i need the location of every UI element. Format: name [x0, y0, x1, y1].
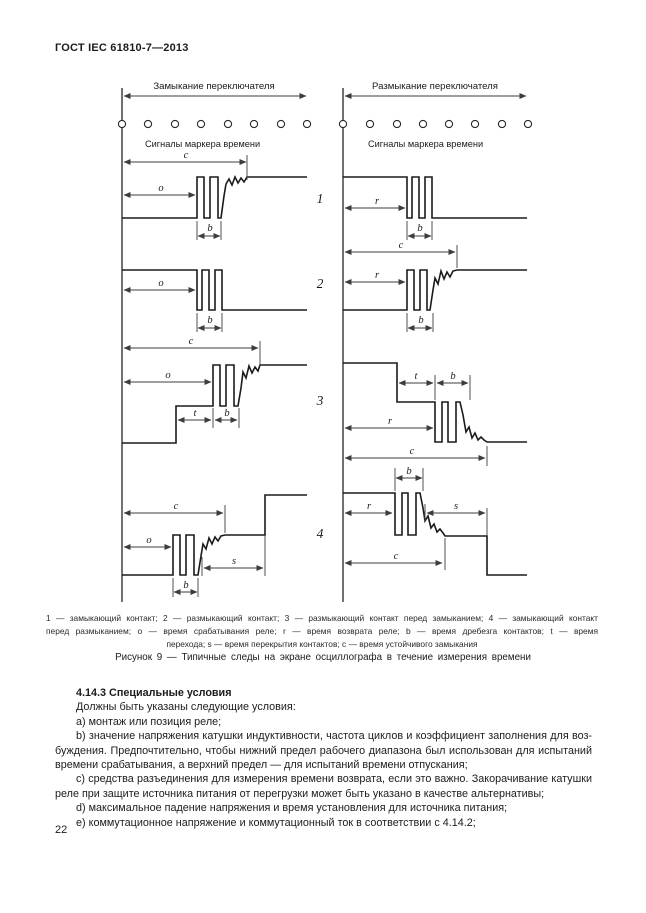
trace-row4-right: b r s c — [343, 466, 527, 576]
dim-label-c: c — [184, 150, 189, 161]
waveform-row1-left — [122, 175, 307, 219]
dim-label-b: b — [417, 223, 422, 234]
trace-row2-right: c r b — [343, 240, 527, 332]
dim-label-o: o — [158, 278, 163, 289]
time-marker-dot — [143, 119, 153, 129]
figure-9-diagram: Замыкание переключателя Размыкание перек… — [117, 81, 533, 602]
dim-label-t: t — [194, 408, 198, 419]
time-marker-dot — [276, 119, 286, 129]
trace-row3-right: t b r c — [343, 362, 527, 466]
row-number-1: 1 — [317, 191, 324, 206]
dim-label-c: c — [399, 240, 404, 251]
row-number-3: 3 — [316, 393, 324, 408]
waveform-row2-right — [343, 268, 527, 311]
dim-label-b: b — [207, 223, 212, 234]
time-marker-dot — [470, 119, 480, 129]
waveform-row3-left — [122, 363, 307, 444]
dim-label-t: t — [415, 371, 419, 382]
dim-label-r: r — [388, 416, 393, 427]
dim-label-s: s — [232, 556, 236, 567]
dim-label-r: r — [375, 196, 380, 207]
time-marker-dot — [444, 119, 454, 129]
waveform-row2-left — [122, 269, 307, 311]
dim-label-b: b — [183, 580, 188, 591]
dim-label-c: c — [410, 446, 415, 457]
figure-legend-line: 1 — замыкающий контакт; 2 — размыкающий … — [46, 613, 598, 623]
dim-label-r: r — [367, 501, 372, 512]
dim-label-o: o — [165, 370, 170, 381]
left-column-title: Замыкание переключателя — [153, 81, 274, 92]
time-marker-dot — [497, 119, 507, 129]
section-heading: 4.14.3 Специальные условия — [76, 687, 232, 699]
dim-label-o: o — [158, 183, 163, 194]
time-marker-label-right: Сигналы маркера времени — [368, 139, 483, 149]
time-marker-dot — [196, 119, 206, 129]
time-marker-dot — [338, 119, 348, 129]
body-text-line: d) максимальное падение напряжения и вре… — [76, 802, 508, 815]
body-text-line: e) коммутационное напряжение и коммутаци… — [76, 816, 476, 829]
dim-label-b: b — [450, 371, 455, 382]
body-text-line: a) монтаж или позиция реле; — [76, 715, 222, 728]
column-headers: Замыкание переключателя Размыкание перек… — [123, 81, 527, 99]
time-marker-dot — [392, 119, 402, 129]
dim-label-s: s — [454, 501, 458, 512]
figure-legend-line: перехода; s — время перекрытия контактов… — [166, 639, 478, 649]
dim-label-c: c — [174, 501, 179, 512]
dim-label-c: c — [394, 551, 399, 562]
figure-legend: 1 — замыкающий контакт; 2 — размыкающий … — [46, 612, 598, 651]
time-marker-dot — [523, 119, 533, 129]
time-marker-dot — [249, 119, 259, 129]
time-marker-dots-right: Сигналы маркера времени — [338, 119, 533, 149]
row-numbers: 1 2 3 4 — [316, 191, 324, 541]
dim-label-r: r — [375, 270, 380, 281]
figure-caption: Рисунок 9 — Типичные следы на экране осц… — [115, 652, 531, 663]
waveform-row3-right — [343, 362, 527, 443]
trace-row1-left: c o b — [122, 150, 307, 240]
dim-label-b: b — [224, 408, 229, 419]
row-number-2: 2 — [317, 276, 324, 291]
trace-row3-left: c o t b — [122, 336, 307, 444]
dim-label-b: b — [418, 315, 423, 326]
time-marker-dots-left: Сигналы маркера времени — [117, 119, 312, 149]
body-text: 4.14.3 Специальные условия Должны быть у… — [55, 686, 592, 830]
document-header: ГОСТ IEC 61810-7—2013 — [55, 42, 189, 54]
time-marker-label-left: Сигналы маркера времени — [145, 139, 260, 149]
time-marker-dot — [365, 119, 375, 129]
waveform-row4-left — [122, 494, 307, 576]
page-number: 22 — [55, 824, 68, 836]
dim-label-b: b — [406, 466, 411, 477]
waveform-row4-right — [343, 492, 527, 576]
dim-label-c: c — [189, 336, 194, 347]
oscilloscope-axes — [121, 88, 344, 602]
trace-row2-left: o b — [122, 269, 307, 332]
time-marker-dot — [302, 119, 312, 129]
right-column-title: Размыкание переключателя — [372, 81, 498, 92]
row-number-4: 4 — [317, 526, 324, 541]
trace-row4-left: c o s b — [122, 494, 307, 597]
body-text-line: времени срабатывания, а верхний предел —… — [55, 759, 468, 772]
dim-label-b: b — [207, 315, 212, 326]
figure-legend-line: перед размыканием; o — время срабатывани… — [46, 626, 598, 636]
trace-row1-right: r b — [343, 176, 527, 240]
waveform-row1-right — [343, 176, 527, 219]
body-text-line: реле при защите источника питания от пер… — [55, 787, 545, 800]
time-marker-dot — [418, 119, 428, 129]
dim-label-o: o — [146, 535, 151, 546]
time-marker-dot — [170, 119, 180, 129]
body-text-line: b) значение напряжения катушки индуктивн… — [76, 730, 592, 743]
time-marker-dot — [223, 119, 233, 129]
body-text-line: Должны быть указаны следующие условия: — [76, 701, 296, 714]
body-text-line: буждения. Предпочтительно, чтобы нижний … — [55, 744, 592, 757]
time-marker-dot — [117, 119, 127, 129]
body-text-line: c) средства разъединения для измерения в… — [76, 773, 592, 786]
